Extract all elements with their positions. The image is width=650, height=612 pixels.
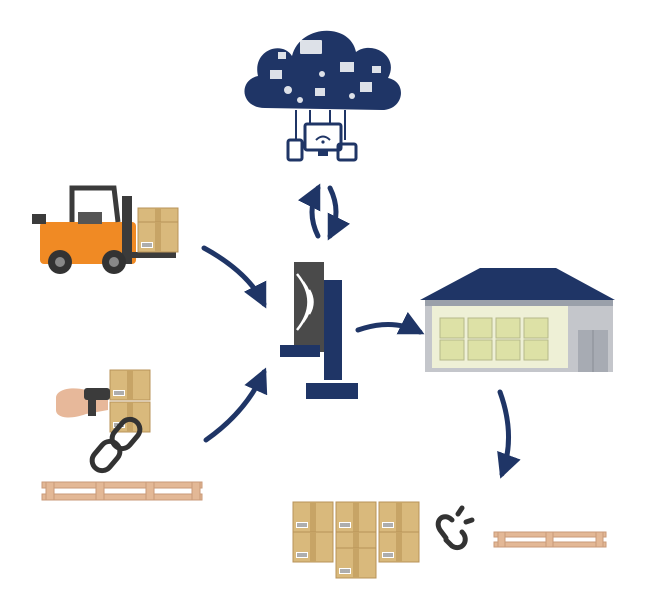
- box-stack-icon: [292, 501, 420, 579]
- broken-chain-icon: [435, 505, 475, 550]
- rfid-gate-icon: [280, 262, 358, 399]
- empty-pallet-icon: [493, 531, 607, 548]
- arrow-scanner-to-reader: [203, 367, 268, 443]
- arrow-cloud-to-reader: [327, 185, 351, 241]
- barcode-scanner-icon: [56, 369, 151, 433]
- arrow-reader-to-cloud: [297, 183, 321, 239]
- warehouse-icon: [420, 268, 615, 372]
- cloud-network-icon: [244, 30, 401, 162]
- chain-link-icon: [89, 416, 143, 474]
- forklift-icon: [32, 185, 179, 274]
- arrow-reader-to-warehouse: [355, 311, 425, 335]
- pallet-icon: [41, 481, 203, 501]
- arrow-forklift-to-reader: [201, 245, 267, 309]
- arrow-warehouse-to-unlinked-pallet: [497, 389, 521, 479]
